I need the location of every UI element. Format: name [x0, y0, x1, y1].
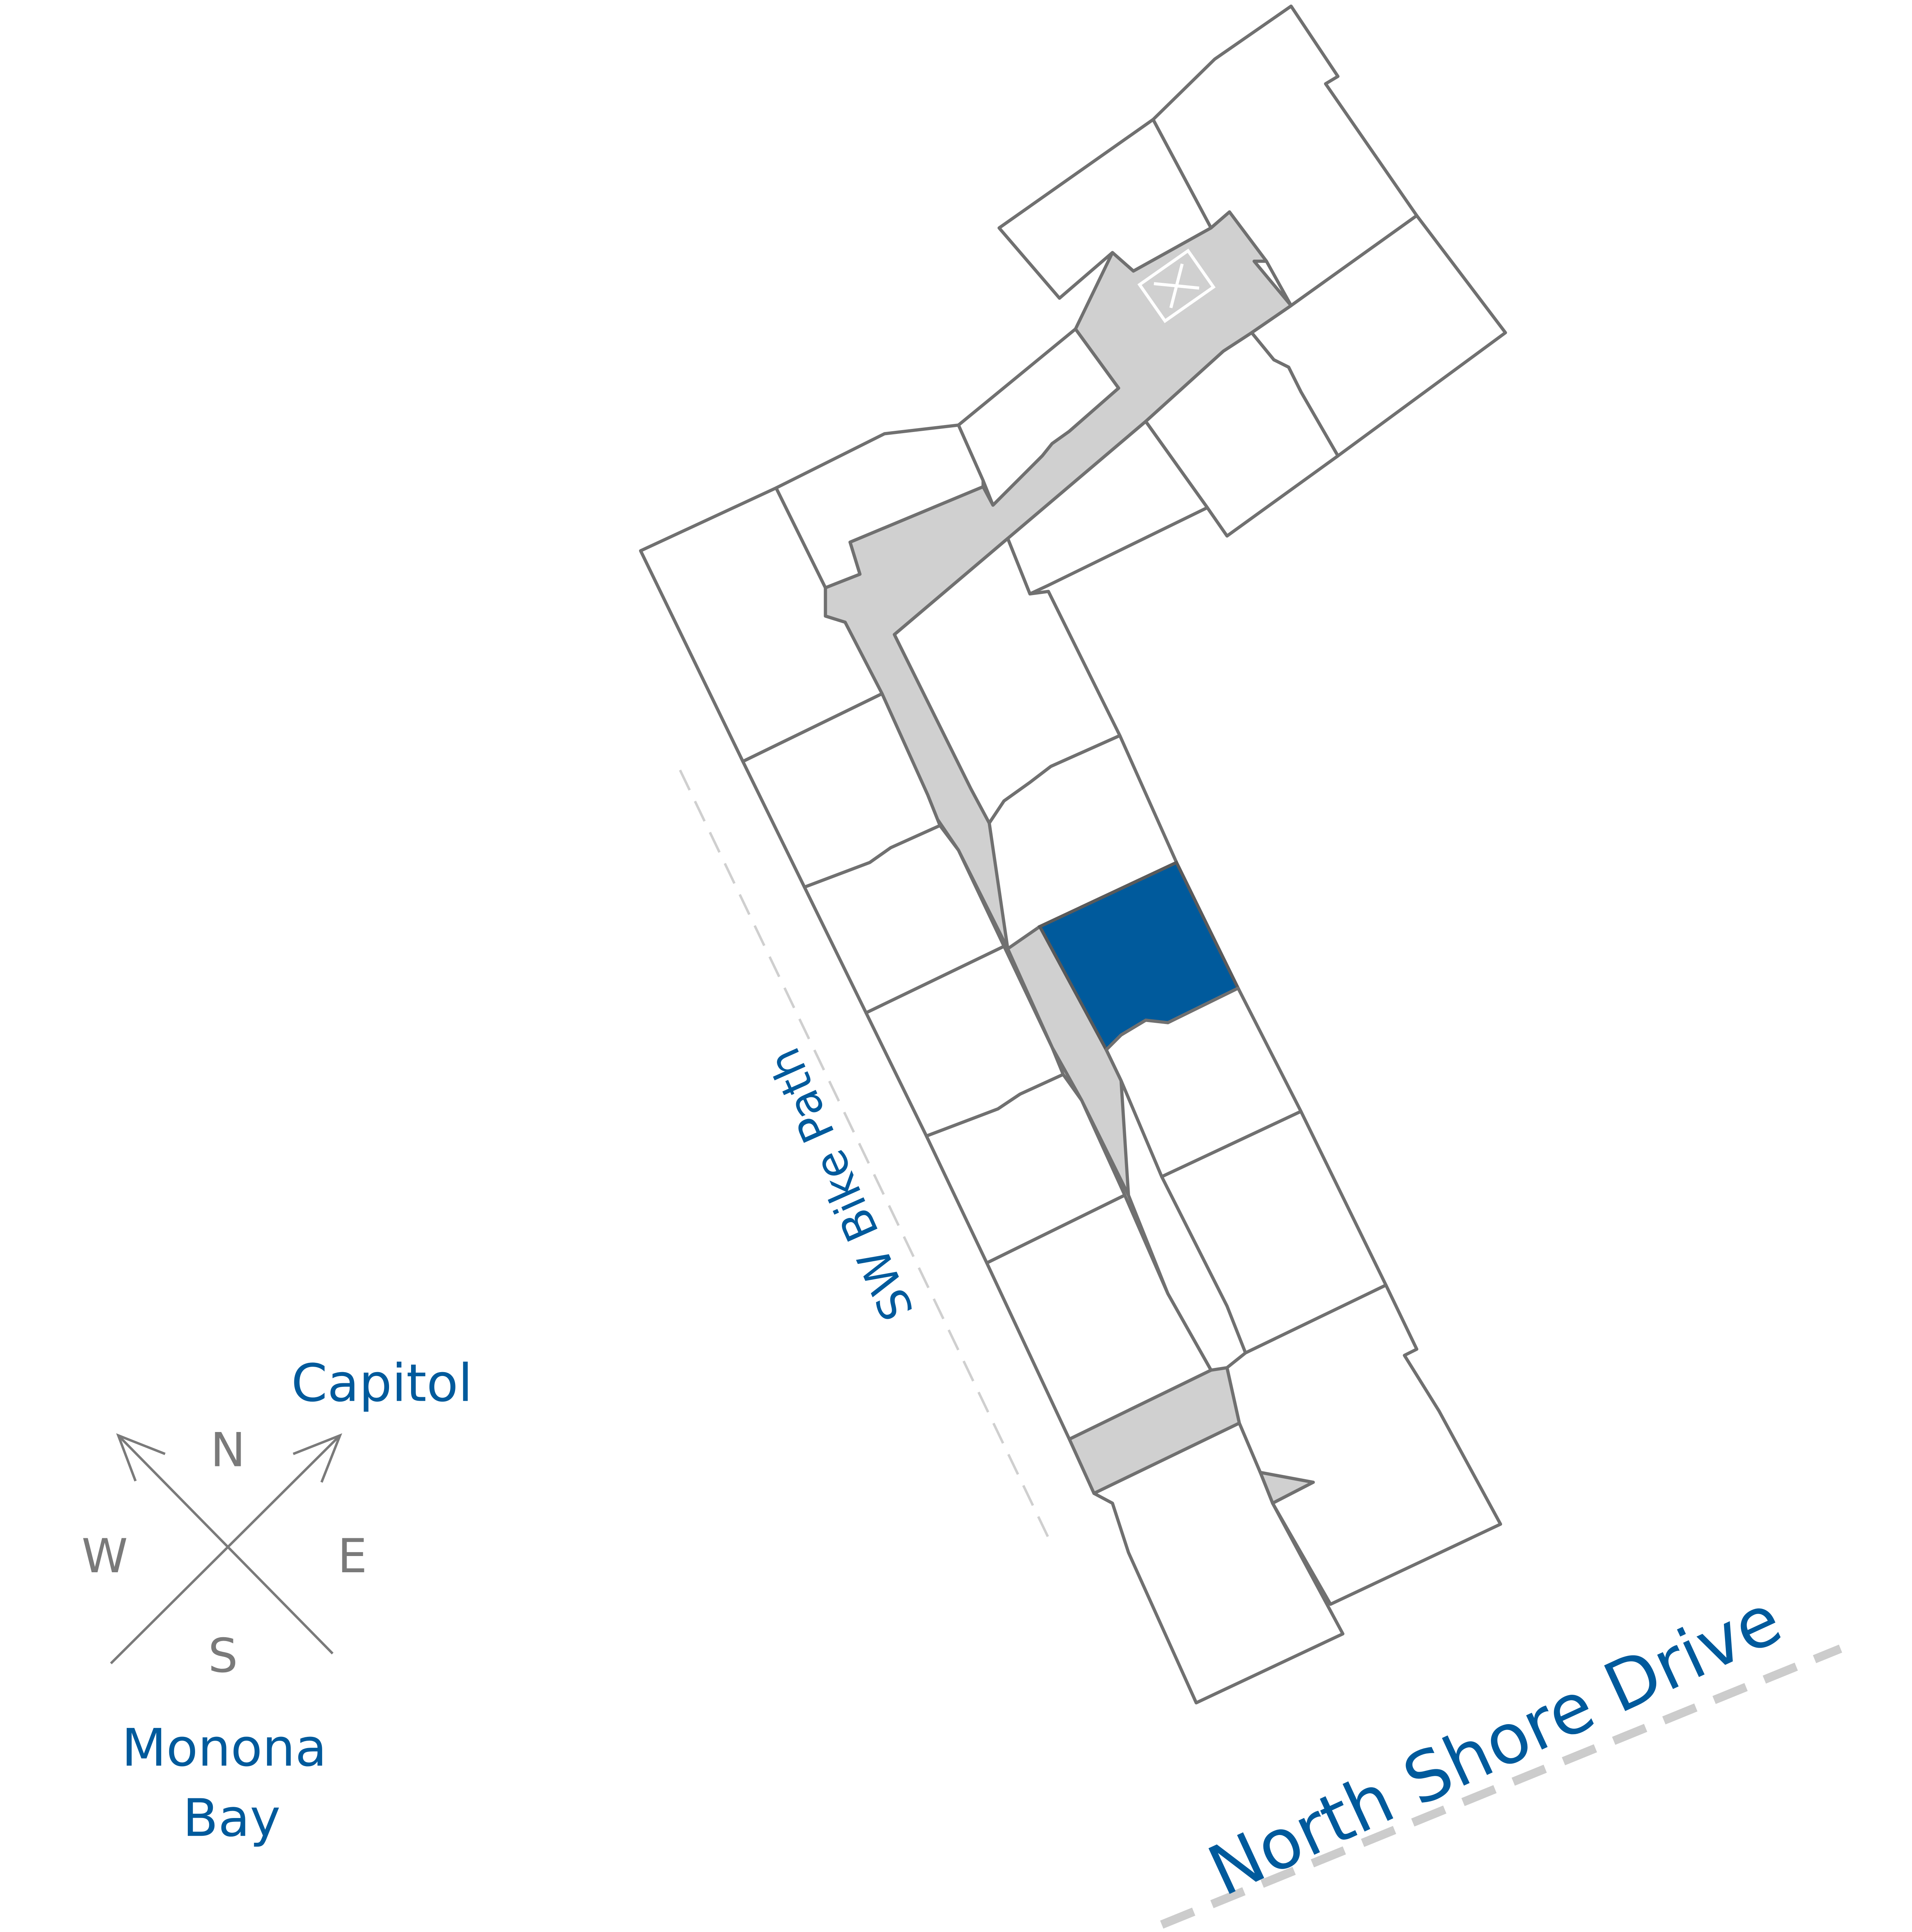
arrowhead-ne-icon: [292, 1433, 342, 1483]
monona-label-line1: Monona: [122, 1718, 327, 1778]
compass-south: S: [208, 1629, 238, 1683]
unit-west-7[interactable]: [985, 1193, 1213, 1441]
building-floorplan: [639, 4, 1507, 1705]
bike-path-line: [679, 769, 1050, 1538]
compass-west: W: [82, 1529, 128, 1583]
compass-north: N: [211, 1423, 246, 1478]
capitol-label: Capitol: [291, 1353, 472, 1413]
arrowhead-nw-icon: [116, 1433, 166, 1482]
unit-east-4[interactable]: [1105, 986, 1303, 1179]
compass-ne-arrow: [110, 1434, 341, 1665]
monona-label-line2: Bay: [183, 1788, 280, 1848]
compass-east: E: [338, 1529, 367, 1583]
elevator-icon: [1137, 248, 1216, 323]
street-line: [1160, 1645, 1842, 1929]
unit-east-6[interactable]: [1225, 1283, 1502, 1606]
compass-nw-arrow: [117, 1434, 334, 1655]
unit-west-2[interactable]: [774, 423, 985, 590]
compass: [110, 1433, 342, 1665]
unit-east-2[interactable]: [987, 734, 1178, 951]
